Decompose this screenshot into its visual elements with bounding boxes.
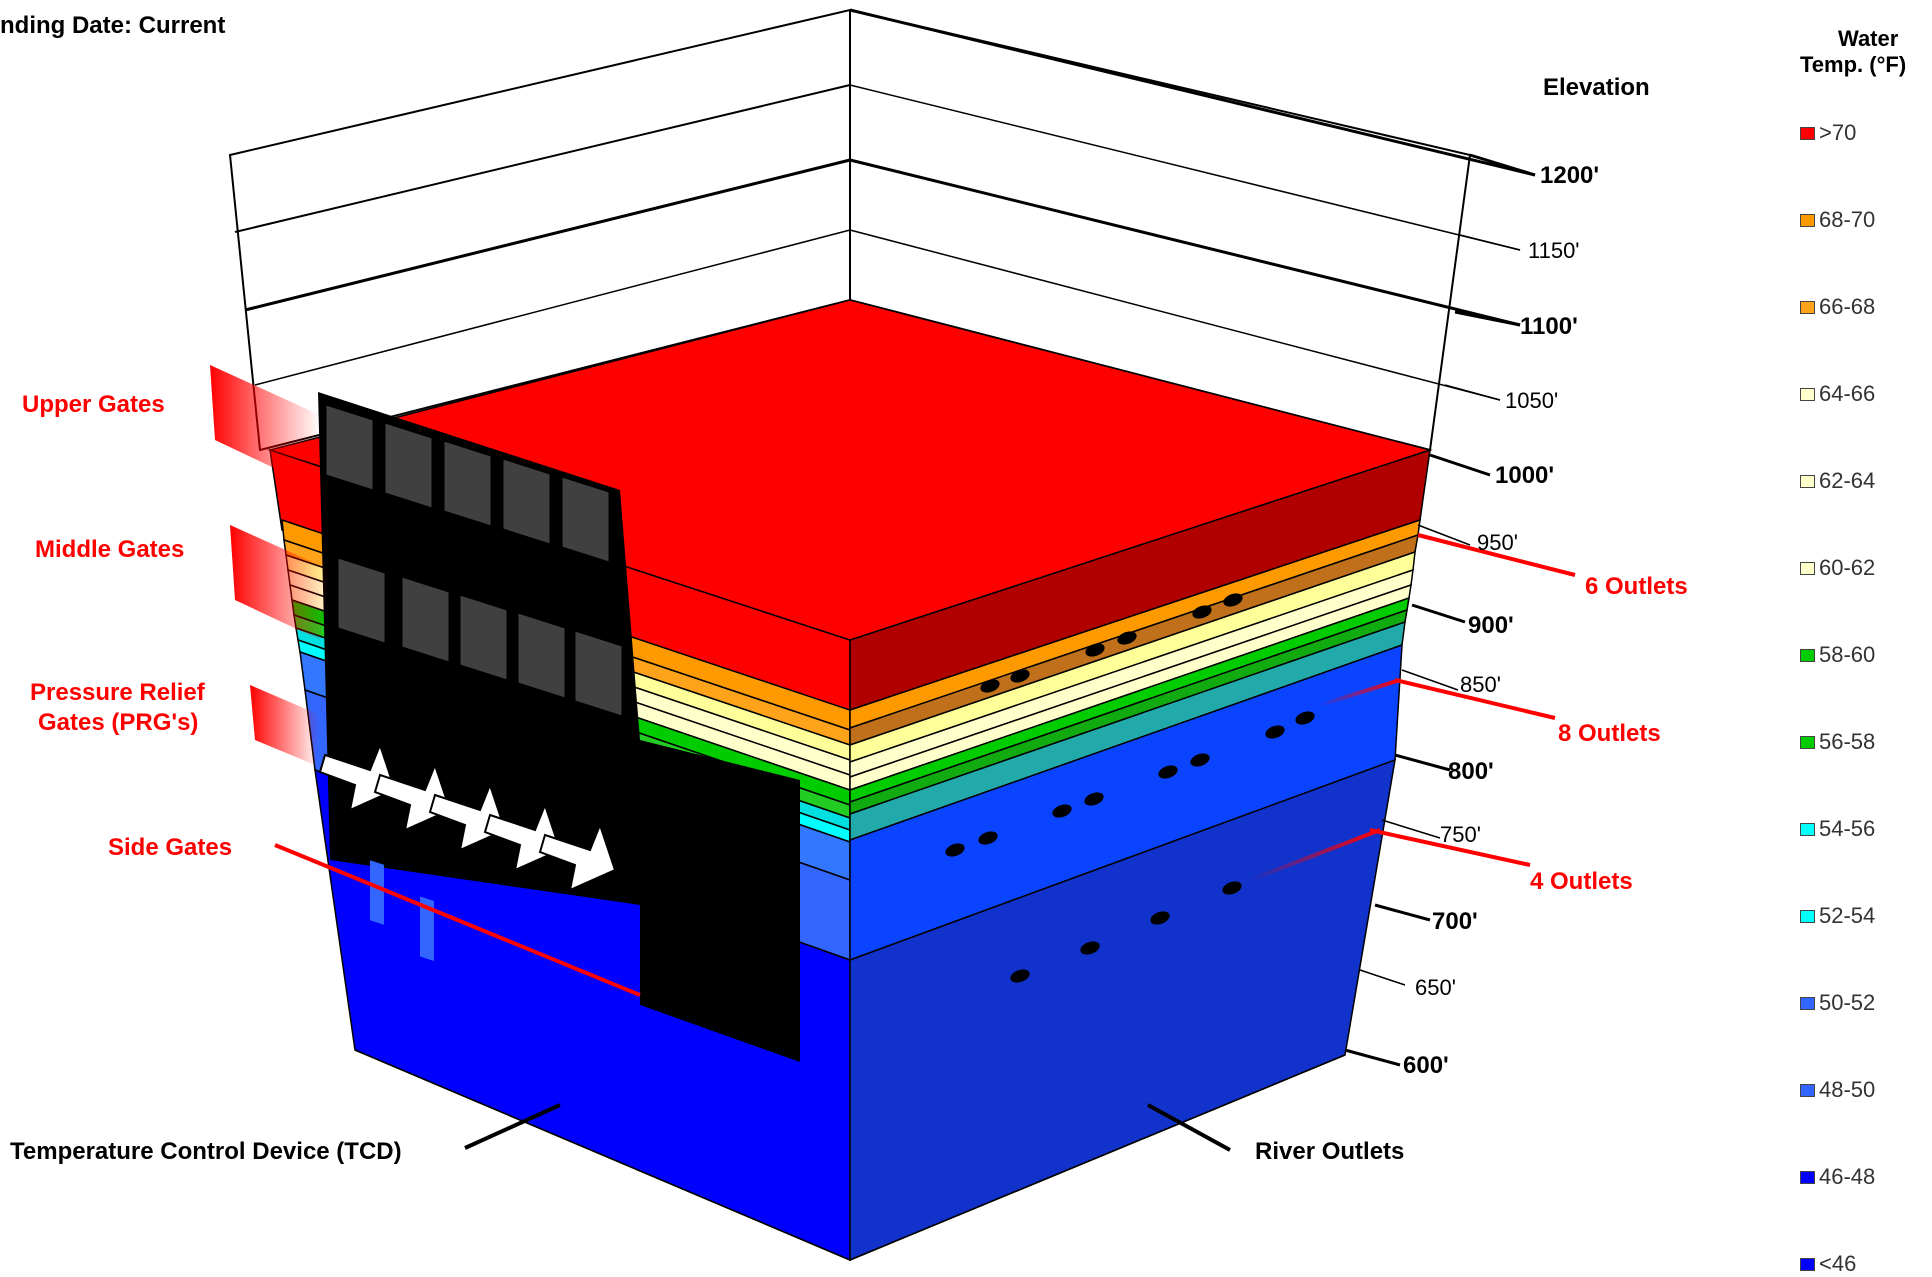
legend-label: 56-58 — [1819, 729, 1876, 754]
legend-item: 62-64 — [1800, 468, 1875, 494]
elevation-label: 650' — [1415, 975, 1456, 1000]
legend-item: >70 — [1800, 120, 1856, 146]
leader-lines — [274, 533, 1576, 997]
elevation-label: 750' — [1440, 822, 1481, 847]
four-outlets-label: 4 Outlets — [1530, 868, 1633, 895]
legend-label: 54-56 — [1819, 816, 1876, 841]
legend-swatch — [1800, 300, 1815, 314]
legend-swatch — [1800, 1170, 1815, 1184]
prg-blue-slits — [370, 860, 434, 962]
legend-title-line1: Water — [1838, 26, 1899, 51]
elevation-label: 1200' — [1540, 162, 1600, 189]
upper-gate-panels — [325, 404, 610, 563]
six-outlets-label: 6 Outlets — [1585, 573, 1688, 600]
tcd-label: Temperature Control Device (TCD) — [10, 1138, 402, 1165]
elevation-label: 600' — [1403, 1052, 1449, 1079]
legend-item: 66-68 — [1800, 294, 1875, 320]
eight-outlets-label: 8 Outlets — [1558, 720, 1661, 747]
elevation-label: 800' — [1448, 758, 1494, 785]
legend-item: 58-60 — [1800, 642, 1875, 668]
elevation-ticks — [1344, 153, 1536, 1067]
legend-label: 68-70 — [1819, 207, 1876, 232]
legend-swatch — [1800, 648, 1815, 662]
tcd-panel — [318, 392, 800, 1062]
elevation-label: 1150' — [1528, 238, 1580, 263]
legend-title-line2: Temp. (°F) — [1800, 52, 1907, 77]
legend-label: 60-62 — [1819, 555, 1876, 580]
water-surface-top — [267, 299, 1433, 641]
legend-swatch — [1800, 909, 1815, 923]
base-legs — [354, 1049, 1346, 1261]
prg-label-line2: Gates (PRG's) — [38, 709, 199, 736]
elevation-label: 700' — [1432, 908, 1478, 935]
legend-swatch — [1800, 213, 1815, 227]
legend-label: 50-52 — [1819, 990, 1876, 1015]
legend-label: <46 — [1819, 1251, 1857, 1276]
elevation-label: 1100' — [1520, 313, 1578, 340]
legend-item: 56-58 — [1800, 729, 1875, 755]
legend-label: 66-68 — [1819, 294, 1876, 319]
prg-arrows — [318, 742, 617, 892]
legend-swatch — [1800, 561, 1815, 575]
river-outlets-label: River Outlets — [1255, 1138, 1405, 1165]
legend-label: 58-60 — [1819, 642, 1876, 667]
elevation-label: 950' — [1477, 530, 1518, 555]
legend-item: 52-54 — [1800, 903, 1875, 929]
gate-ribbons — [210, 365, 330, 765]
legend-item: 60-62 — [1800, 555, 1875, 581]
tcd-structure — [318, 392, 800, 1062]
legend-label: 64-66 — [1819, 381, 1876, 406]
legend-item: 46-48 — [1800, 1164, 1875, 1190]
elevation-label: 850' — [1460, 672, 1501, 697]
legend-swatch — [1800, 735, 1815, 749]
prg-label-line1: Pressure Relief — [30, 679, 205, 706]
legend-label: 48-50 — [1819, 1077, 1876, 1102]
ending-date-label: nding Date: Current — [0, 12, 226, 39]
middle-gates-label: Middle Gates — [35, 536, 185, 563]
legend-label: 52-54 — [1819, 903, 1876, 928]
legend-item: 68-70 — [1800, 207, 1875, 233]
legend-item: 48-50 — [1800, 1077, 1875, 1103]
elevation-label: 1000' — [1495, 462, 1555, 489]
legend-label: 46-48 — [1819, 1164, 1876, 1189]
legend-swatch — [1800, 387, 1815, 401]
legend-item: 64-66 — [1800, 381, 1875, 407]
legend-item: <46 — [1800, 1251, 1856, 1277]
river-outlet-holes — [945, 593, 1315, 983]
legend-swatch — [1800, 126, 1815, 140]
elevation-label: 1050' — [1505, 388, 1559, 413]
legend-swatch — [1800, 474, 1815, 488]
side-gates-label: Side Gates — [108, 834, 233, 861]
elevation-label: 900' — [1468, 612, 1514, 639]
legend-swatch — [1800, 1083, 1815, 1097]
middle-gate-panels — [337, 557, 623, 717]
elevation-title: Elevation — [1543, 74, 1650, 101]
legend-item: 50-52 — [1800, 990, 1875, 1016]
upper-gates-label: Upper Gates — [22, 391, 165, 418]
legend-swatch — [1800, 822, 1815, 836]
legend-label: 62-64 — [1819, 468, 1876, 493]
legend-label: >70 — [1819, 120, 1857, 145]
legend-swatch — [1800, 996, 1815, 1010]
legend-item: 54-56 — [1800, 816, 1875, 842]
